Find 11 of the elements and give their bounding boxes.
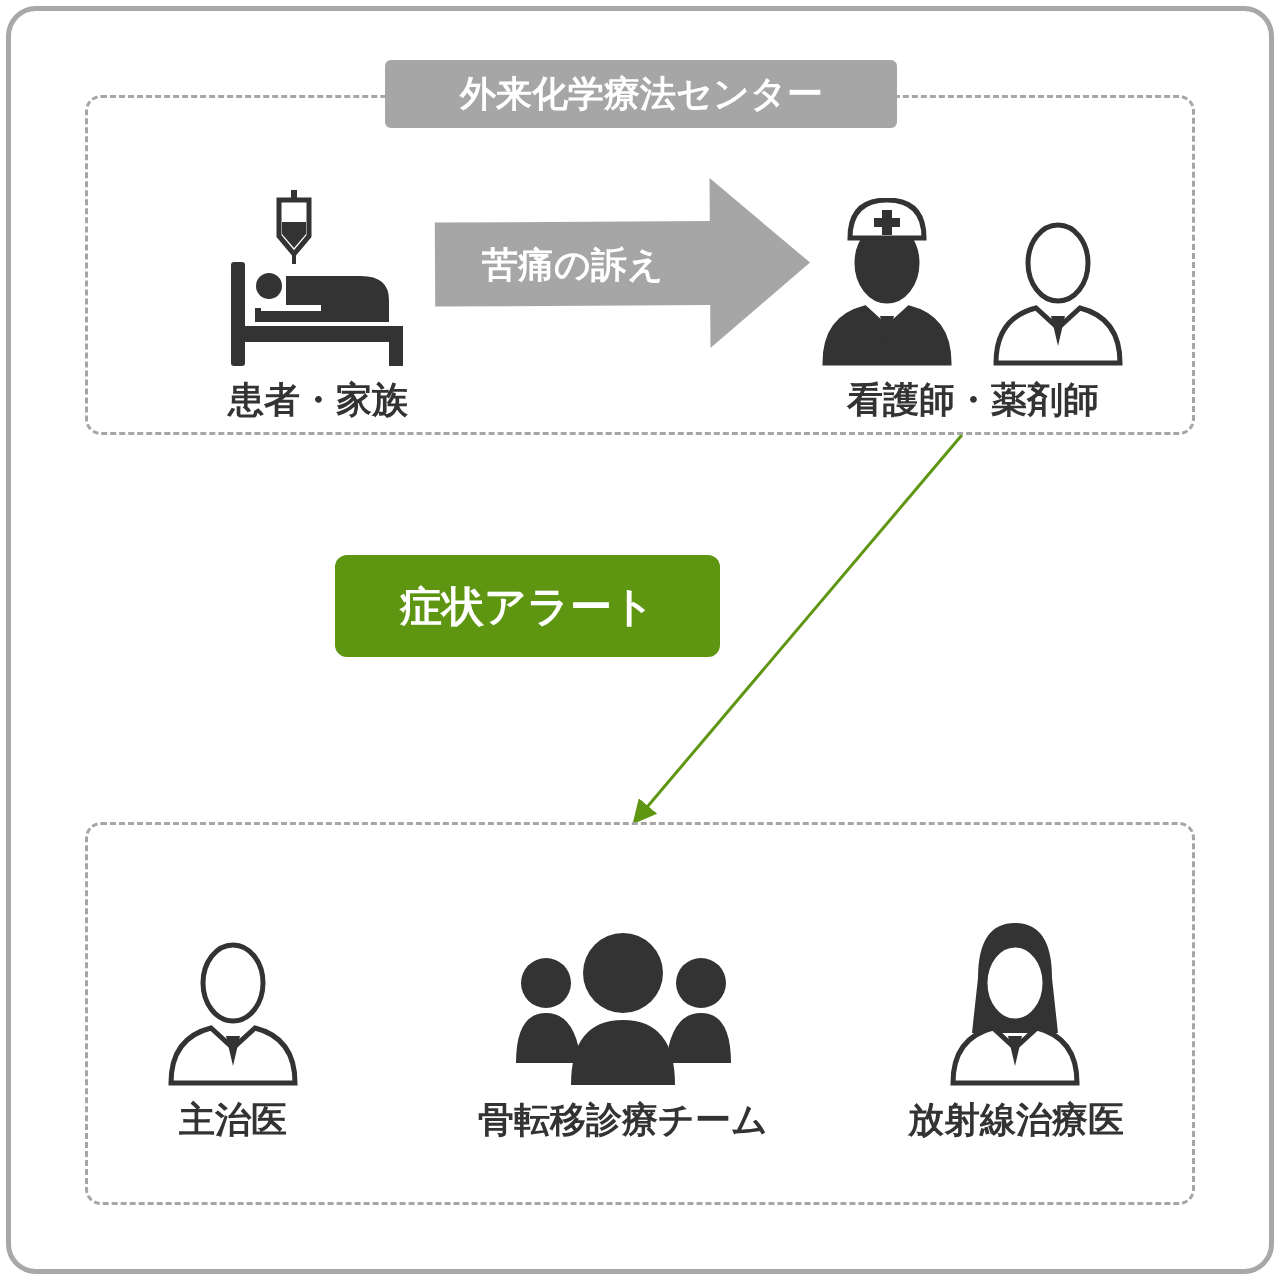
- dashed-group-box: [85, 822, 1195, 1205]
- block-arrow: [434, 178, 810, 349]
- group-heading: 外来化学療法センター: [385, 60, 897, 128]
- alert-label: 症状アラート: [335, 555, 720, 657]
- role-label: 主治医: [179, 1102, 287, 1138]
- role-label: 患者・家族: [228, 382, 408, 418]
- role-label: 骨転移診療チーム: [478, 1102, 768, 1138]
- edge-label: 苦痛の訴え: [481, 246, 664, 283]
- role-label: 看護師・薬剤師: [847, 382, 1099, 418]
- role-label: 放射線治療医: [907, 1102, 1124, 1138]
- arrow: [632, 434, 964, 825]
